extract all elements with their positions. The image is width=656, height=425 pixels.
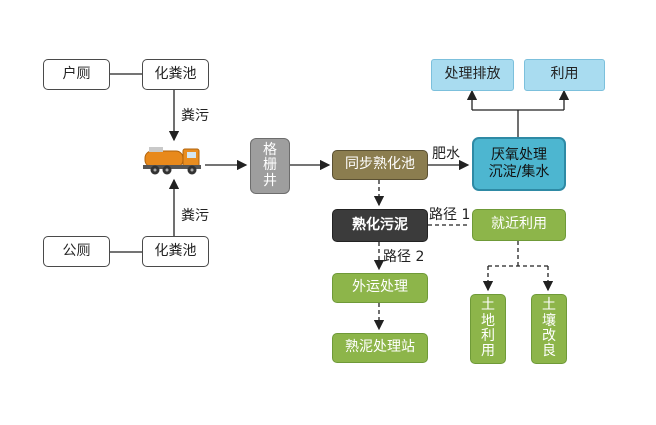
septic-tank-bottom-label: 化粪池: [154, 242, 197, 259]
treatment-discharge-label: 处理排放: [444, 66, 501, 83]
vacuum-truck-icon: [143, 143, 205, 177]
matured-sludge-label: 熟化污泥: [352, 216, 408, 233]
grate-well-node: 格 栅 井: [250, 138, 290, 194]
treatment-discharge-node: 处理排放: [431, 59, 514, 91]
household-toilet-label: 户厕: [62, 65, 91, 82]
farmland-use-node: 土 地 利 用: [470, 294, 506, 364]
soil-char-2: 壤: [542, 312, 556, 329]
reuse-label: 利用: [550, 66, 579, 83]
route-2-label: 路径 2: [383, 249, 425, 265]
household-toilet-node: 户厕: [43, 59, 110, 90]
external-transport-label: 外运处理: [352, 279, 408, 296]
feces-label-top: 粪污: [181, 108, 209, 124]
anaerobic-line-1: 厌氧处理: [491, 146, 547, 163]
public-toilet-node: 公厕: [43, 236, 110, 267]
anaerobic-treatment-node: 厌氧处理 沉淀/集水: [472, 137, 566, 191]
grate-well-char-2: 栅: [263, 157, 277, 174]
septic-tank-top-node: 化粪池: [142, 59, 209, 90]
soil-char-4: 良: [542, 343, 556, 360]
soil-improvement-node: 土 壤 改 良: [531, 294, 567, 364]
nearby-use-node: 就近利用: [472, 209, 566, 241]
septic-tank-top-label: 化粪池: [154, 65, 197, 82]
farmland-char-3: 利: [481, 328, 495, 344]
sludge-station-node: 熟泥处理站: [332, 333, 428, 363]
grate-well-char-1: 格: [263, 141, 277, 158]
sludge-station-label: 熟泥处理站: [345, 339, 415, 356]
farmland-char-2: 地: [481, 312, 495, 329]
soil-char-1: 土: [542, 297, 556, 314]
grate-well-char-3: 井: [263, 172, 277, 189]
public-toilet-label: 公厕: [62, 242, 91, 259]
route-1-label: 路径 1: [429, 207, 471, 223]
sync-digestion-node: 同步熟化池: [332, 150, 428, 180]
farmland-char-4: 用: [481, 343, 495, 360]
matured-sludge-node: 熟化污泥: [332, 209, 428, 242]
soil-char-3: 改: [542, 328, 556, 344]
septic-tank-bottom-node: 化粪池: [142, 236, 209, 267]
fertilizer-water-label: 肥水: [432, 146, 460, 162]
feces-label-bottom: 粪污: [181, 208, 209, 224]
nearby-use-label: 就近利用: [491, 216, 547, 233]
sync-digestion-label: 同步熟化池: [345, 156, 415, 173]
external-transport-node: 外运处理: [332, 273, 428, 303]
reuse-node: 利用: [524, 59, 605, 91]
farmland-char-1: 土: [481, 297, 495, 314]
anaerobic-line-2: 沉淀/集水: [488, 164, 550, 180]
